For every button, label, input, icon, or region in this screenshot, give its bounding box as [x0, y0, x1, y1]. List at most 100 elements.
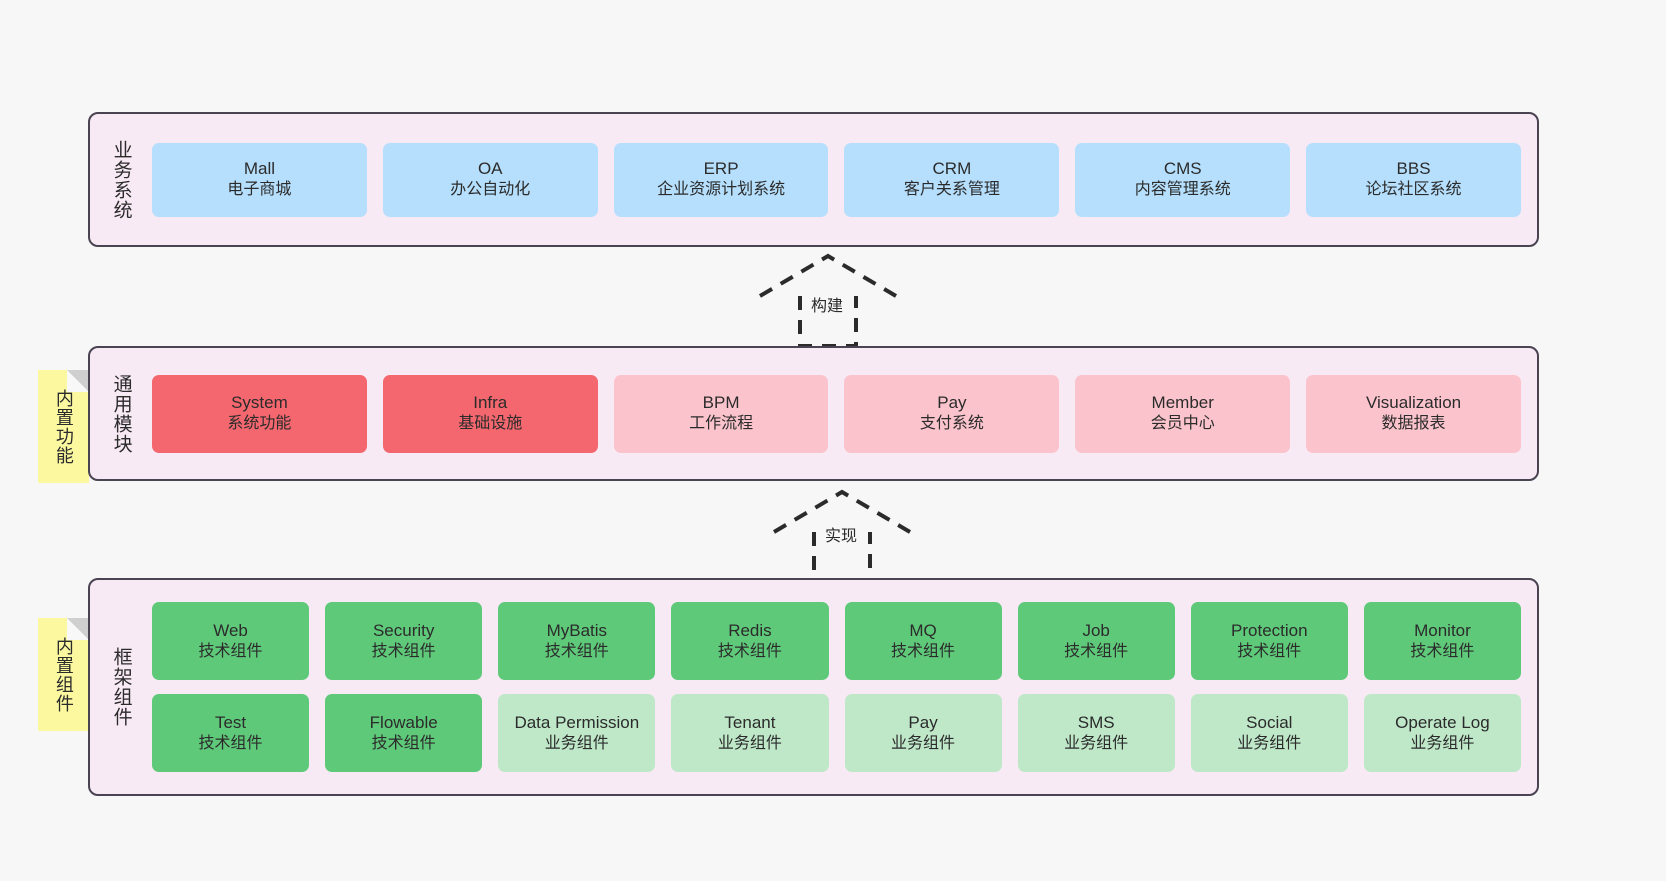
card-title-cn: 工作流程 — [689, 415, 754, 433]
card-member[interactable]: Member 会员中心 — [1075, 374, 1291, 453]
card-title-en: Visualization — [1365, 393, 1462, 413]
card-title-en: MQ — [909, 620, 937, 640]
card-title-en: Flowable — [369, 712, 438, 732]
card-title-cn: 内容管理系统 — [1134, 181, 1231, 199]
card-data-permission[interactable]: Data Permission 业务组件 — [498, 694, 656, 772]
card-title-cn: 论坛社区系统 — [1365, 181, 1462, 199]
card-title-en: Job — [1082, 620, 1110, 640]
card-title-cn: 业务组件 — [717, 734, 782, 752]
card-operate-log[interactable]: Operate Log 业务组件 — [1363, 694, 1521, 772]
card-bpm[interactable]: BPM 工作流程 — [613, 374, 829, 453]
card-bbs[interactable]: BBS 论坛社区系统 — [1306, 142, 1521, 217]
card-title-cn: 数据报表 — [1381, 415, 1446, 433]
card-test[interactable]: Test 技术组件 — [152, 694, 310, 772]
card-tenant[interactable]: Tenant 业务组件 — [671, 694, 829, 772]
card-pay-module[interactable]: Pay 支付系统 — [844, 374, 1060, 453]
card-title-cn: 业务组件 — [1410, 734, 1475, 752]
layer-common-modules-body: System 系统功能 Infra 基础设施 BPM 工作流程 Pay 支付系统… — [138, 348, 1537, 479]
card-title-cn: 技术组件 — [198, 734, 263, 752]
card-title-cn: 技术组件 — [1064, 642, 1129, 660]
card-title-en: Infra — [473, 393, 508, 413]
card-oa[interactable]: OA 办公自动化 — [382, 142, 598, 217]
card-crm[interactable]: CRM 客户关系管理 — [844, 142, 1060, 217]
card-title-cn: 系统功能 — [227, 415, 292, 433]
card-title-en: Security — [372, 620, 435, 640]
card-title-en: CMS — [1163, 159, 1202, 179]
card-title-en: Member — [1151, 393, 1214, 413]
card-title-cn: 电子商城 — [227, 181, 292, 199]
card-title-en: Test — [214, 712, 247, 732]
card-visualization[interactable]: Visualization 数据报表 — [1306, 374, 1521, 453]
layer-business-systems: 业务系统 Mall 电子商城 OA 办公自动化 ERP 企业资源计划系统 CRM… — [88, 112, 1539, 247]
layer-business-systems-title: 业务系统 — [110, 139, 132, 220]
card-erp[interactable]: ERP 企业资源计划系统 — [613, 142, 829, 217]
card-row: Web 技术组件 Security 技术组件 MyBatis 技术组件 Redi… — [152, 602, 1521, 680]
card-title-en: Redis — [728, 620, 772, 640]
card-row: Mall 电子商城 OA 办公自动化 ERP 企业资源计划系统 CRM 客户关系… — [152, 142, 1521, 217]
card-title-en: SMS — [1077, 712, 1115, 732]
card-title-en: CRM — [932, 159, 972, 179]
card-web[interactable]: Web 技术组件 — [152, 602, 310, 680]
card-title-en: OA — [477, 159, 503, 179]
card-title-cn: 支付系统 — [919, 415, 984, 433]
card-title-en: Pay — [937, 393, 967, 413]
card-title-cn: 技术组件 — [717, 642, 782, 660]
layer-framework-components: 框架组件 Web 技术组件 Security 技术组件 MyBatis 技术组件… — [88, 578, 1539, 796]
connector-implement-label: 实现 — [825, 528, 858, 545]
card-cms[interactable]: CMS 内容管理系统 — [1075, 142, 1291, 217]
card-title-cn: 企业资源计划系统 — [657, 181, 786, 199]
card-title-en: BBS — [1396, 159, 1431, 179]
card-title-cn: 业务组件 — [544, 734, 609, 752]
card-title-en: Monitor — [1414, 620, 1471, 640]
card-mall[interactable]: Mall 电子商城 — [152, 142, 367, 217]
card-title-en: BPM — [702, 393, 740, 413]
card-title-cn: 业务组件 — [1064, 734, 1129, 752]
card-title-en: Web — [213, 620, 248, 640]
card-title-en: Data Permission — [514, 712, 640, 732]
card-title-cn: 客户关系管理 — [903, 181, 1000, 199]
card-title-cn: 技术组件 — [1237, 642, 1302, 660]
card-title-en: Operate Log — [1395, 712, 1490, 732]
card-redis[interactable]: Redis 技术组件 — [671, 602, 829, 680]
card-protection[interactable]: Protection 技术组件 — [1190, 602, 1348, 680]
card-title-cn: 技术组件 — [891, 642, 956, 660]
card-sms[interactable]: SMS 业务组件 — [1017, 694, 1175, 772]
card-title-cn: 会员中心 — [1150, 415, 1215, 433]
card-title-cn: 技术组件 — [371, 734, 436, 752]
card-title-en: ERP — [703, 159, 739, 179]
card-title-cn: 业务组件 — [1237, 734, 1302, 752]
card-title-cn: 技术组件 — [544, 642, 609, 660]
card-title-en: MyBatis — [546, 620, 608, 640]
connector-build-label: 构建 — [811, 298, 844, 315]
card-title-cn: 技术组件 — [371, 642, 436, 660]
layer-common-modules: 通用模块 System 系统功能 Infra 基础设施 BPM 工作流程 Pay… — [88, 346, 1539, 481]
layer-framework-components-title: 框架组件 — [110, 647, 132, 727]
card-infra[interactable]: Infra 基础设施 — [382, 374, 598, 453]
card-title-cn: 基础设施 — [458, 415, 523, 433]
card-pay-component[interactable]: Pay 业务组件 — [844, 694, 1002, 772]
card-system[interactable]: System 系统功能 — [152, 374, 367, 453]
layer-business-systems-body: Mall 电子商城 OA 办公自动化 ERP 企业资源计划系统 CRM 客户关系… — [138, 114, 1537, 245]
sticky-note-builtin-components: 内置组件 — [38, 618, 89, 731]
card-row: Test 技术组件 Flowable 技术组件 Data Permission … — [152, 694, 1521, 772]
card-security[interactable]: Security 技术组件 — [325, 602, 483, 680]
card-title-en: Tenant — [724, 712, 776, 732]
card-title-cn: 业务组件 — [891, 734, 956, 752]
sticky-note-builtin-features: 内置功能 — [38, 370, 89, 483]
card-title-cn: 技术组件 — [1410, 642, 1475, 660]
card-mq[interactable]: MQ 技术组件 — [844, 602, 1002, 680]
layer-framework-components-body: Web 技术组件 Security 技术组件 MyBatis 技术组件 Redi… — [138, 580, 1537, 794]
card-job[interactable]: Job 技术组件 — [1017, 602, 1175, 680]
card-flowable[interactable]: Flowable 技术组件 — [325, 694, 483, 772]
layer-common-modules-title: 通用模块 — [110, 373, 132, 454]
connector-implement-arrow — [772, 489, 912, 584]
card-mybatis[interactable]: MyBatis 技术组件 — [498, 602, 656, 680]
card-title-en: Pay — [908, 712, 938, 732]
card-title-cn: 技术组件 — [198, 642, 263, 660]
connector-build-arrow — [758, 253, 898, 348]
card-social[interactable]: Social 业务组件 — [1190, 694, 1348, 772]
card-monitor[interactable]: Monitor 技术组件 — [1363, 602, 1521, 680]
card-title-en: System — [231, 393, 288, 413]
card-title-en: Social — [1246, 712, 1293, 732]
